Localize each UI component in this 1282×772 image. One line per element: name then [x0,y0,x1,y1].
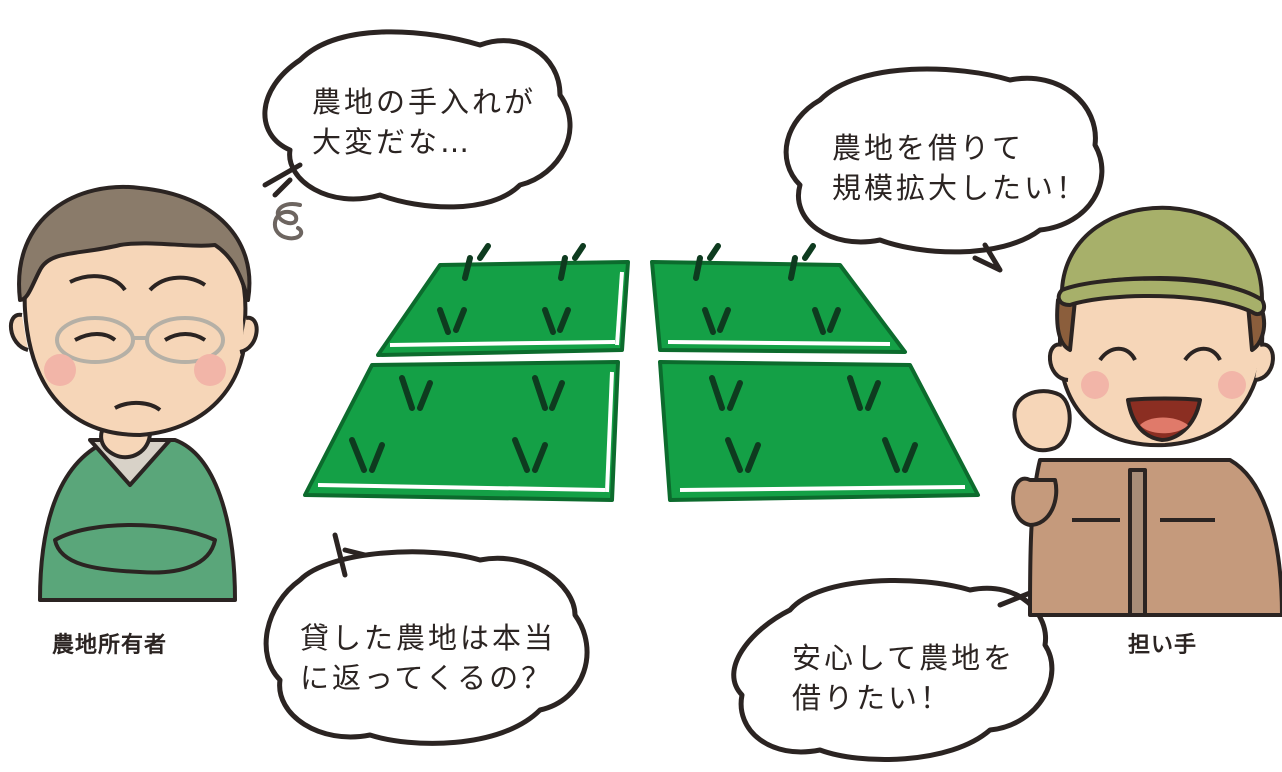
farmer-wish-line-2: 規模拡大したい！ [832,171,1089,205]
sprout-icons [349,243,918,473]
field-plot-bottom-right [658,360,980,502]
swirl-icon [272,202,304,241]
owner-label: 農地所有者 [52,633,168,658]
farmer-reassure-line-1: 安心して農地を [792,641,1016,675]
owner-worry-bubble [263,549,590,746]
owner-thought-tail [262,162,303,198]
owner-thought-bubble [262,29,573,210]
farmer-wish-line-1: 農地を借りて [832,131,1025,165]
farmer-reassure-line-2: 借りたい！ [792,681,953,715]
glasses-icon [55,316,225,364]
owner-character [8,184,259,602]
farmer-wish-bubble [783,66,1105,255]
owner-worry-line-2: に返ってくるの？ [300,661,554,695]
owner-worry-tail [332,532,368,578]
field-plot-bottom-left [303,360,620,502]
owner-thought-line-1: 農地の手入れが [312,85,537,119]
field-plot-top-right [650,260,907,354]
farmer-character [1011,205,1282,617]
owner-worry-line-1: 貸した農地は本当 [300,621,557,655]
owner-thought-line-2: 大変だな… [312,125,473,159]
farmer-label: 担い手 [1128,633,1198,658]
farmer-reassure-bubble [731,577,1055,762]
farmer-wish-tail [972,242,1003,273]
